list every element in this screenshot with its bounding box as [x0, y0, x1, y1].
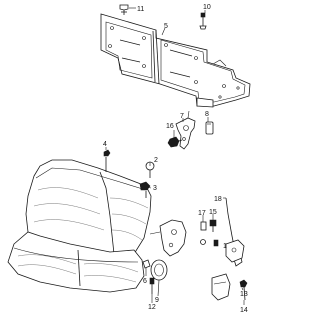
bolt-4-part — [103, 149, 111, 172]
callout-17: 17 — [198, 210, 206, 217]
callout-9: 9 — [155, 297, 159, 304]
callout-15: 15 — [209, 209, 217, 216]
callout-18: 18 — [214, 196, 222, 203]
bolt-3-part — [139, 181, 151, 198]
diagram-canvas: 11 10 5 7 8 16 4 2 3 18 17 15 1 6 12 9 1… — [7, 4, 251, 314]
rear-seat-parts-diagram: 11 10 5 7 8 16 4 2 3 18 17 15 1 6 12 9 1… — [7, 4, 251, 314]
cover-8-part — [205, 121, 214, 135]
seat-back-frame — [100, 13, 251, 108]
callout-13: 13 — [240, 291, 248, 298]
callout-14: 14 — [240, 307, 248, 314]
callout-labels: 11 10 5 7 8 16 4 2 3 18 17 15 1 6 12 9 1… — [103, 4, 248, 314]
seat-lock-assembly — [142, 197, 248, 301]
callout-5: 5 — [164, 23, 168, 30]
callout-16: 16 — [166, 123, 174, 130]
callout-12: 12 — [148, 304, 156, 311]
callout-10: 10 — [203, 4, 211, 11]
hinge-bracket-7 — [175, 110, 196, 150]
callout-6: 6 — [143, 278, 147, 285]
callout-11: 11 — [137, 6, 144, 13]
bolt-10-part — [199, 12, 207, 30]
callout-4: 4 — [103, 141, 107, 148]
callout-7: 7 — [180, 113, 184, 120]
callout-1: 1 — [223, 243, 227, 250]
callout-8: 8 — [205, 111, 209, 118]
callout-2: 2 — [154, 157, 158, 164]
bolt-16-part — [167, 136, 183, 148]
clip-11-part — [119, 4, 129, 15]
callout-3: 3 — [153, 185, 157, 192]
leader-lines — [105, 7, 245, 305]
rear-seat-cushion — [7, 159, 152, 293]
